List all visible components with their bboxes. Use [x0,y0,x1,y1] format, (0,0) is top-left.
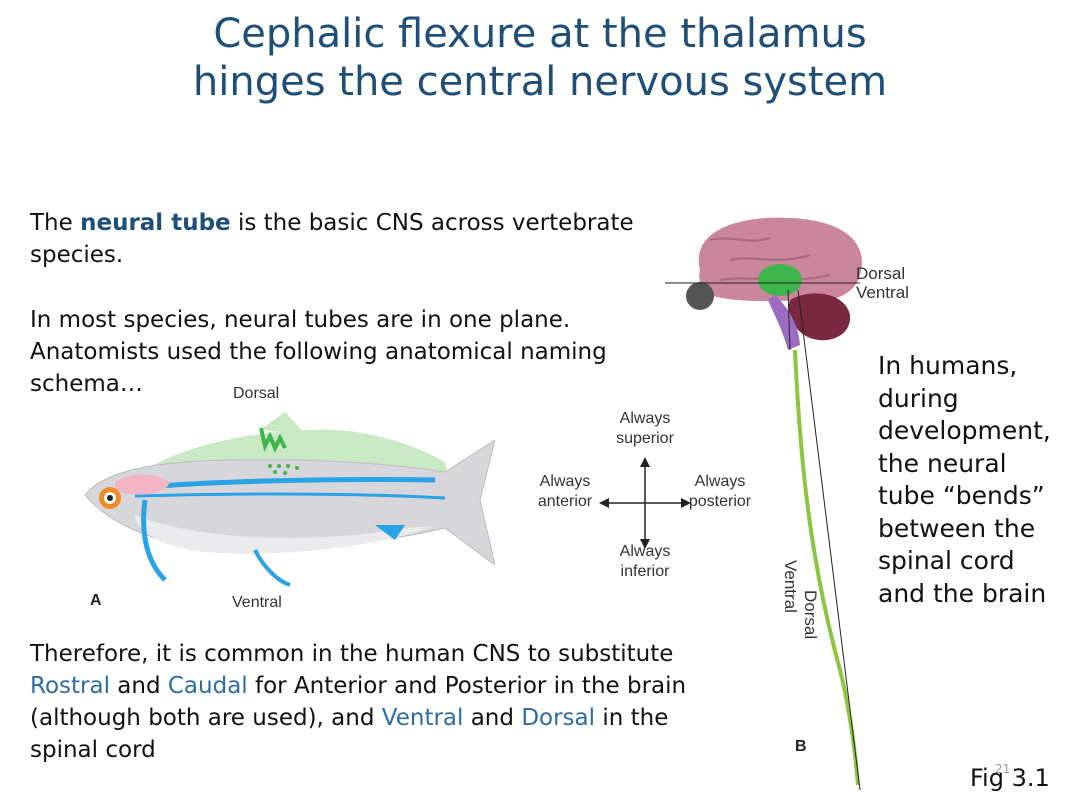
dorsal-fin [260,412,305,434]
spine-ventral-label: Ventral [781,560,800,613]
intro-line-2: species. [30,242,124,268]
orientation-compass [599,457,691,549]
subst-line-1: Therefore, it is common in the human CNS… [30,641,674,667]
fish-dorsal-label: Dorsal [233,385,280,402]
side-note: In humans, during development, the neura… [878,351,1051,608]
brain-ventral-label: Ventral [856,283,909,302]
subst-line-4: spinal cord [30,737,156,763]
human-cns-diagram [665,217,862,790]
substitution-paragraph: Therefore, it is common in the human CNS… [30,638,686,766]
nerve-blue [134,492,446,500]
intro-paragraph: The neural tube is the basic CNS across … [30,207,634,271]
intro-suffix: is the basic CNS across vertebrate [230,210,634,236]
spine-dorsal-label: Dorsal [801,590,820,640]
ventral-term: Ventral [381,705,464,731]
title-line-2: hinges the central nervous system [192,59,888,105]
title-line-1: Cephalic flexure at the thalamus [213,11,867,57]
fish-diagram [84,412,495,587]
plane-paragraph: In most species, neural tubes are in one… [30,304,607,400]
cerebellum [788,293,851,341]
pelvic-fin-nerve [253,549,291,587]
plane-line-1: In most species, neural tubes are in one… [30,307,571,333]
pectoral-nerve [141,499,167,582]
rostral-term: Rostral [30,673,110,699]
brainstem-axis-line [787,289,791,351]
anal-fin-nerve [375,525,405,540]
green-ganglia [259,427,287,453]
thalamus [758,264,802,296]
panel-b-label: B [795,738,807,755]
subst-line-2: Rostral and Caudal for Anterior and Post… [30,673,687,699]
neural-tube-term: neural tube [80,210,231,236]
fish-brain [115,474,170,495]
plane-line-3: schema… [30,371,143,397]
caudal-term: Caudal [167,673,248,699]
green-dots [268,464,299,475]
dorsal-term: Dorsal [521,705,596,731]
fish-pupil [107,495,113,501]
brain-dorsal-label: Dorsal [856,264,906,283]
vertical-axis-line [797,289,861,790]
figure-label: Fig 3.1 [970,764,1050,792]
plane-line-2: Anatomists used the following anatomical… [30,339,607,365]
slide-number: 21 [995,762,1011,776]
slide-title: Cephalic flexure at the thalamus hinges … [0,10,1080,106]
intro-prefix: The [30,210,81,236]
brainstem [768,295,800,350]
fish-ventral-label: Ventral [232,594,282,611]
fish-belly [135,515,435,554]
eye-sphere [686,282,714,310]
panel-a-label: A [90,592,102,609]
subst-line-3: (although both are used), and Ventral an… [30,705,669,731]
spinal-cord [793,349,860,786]
